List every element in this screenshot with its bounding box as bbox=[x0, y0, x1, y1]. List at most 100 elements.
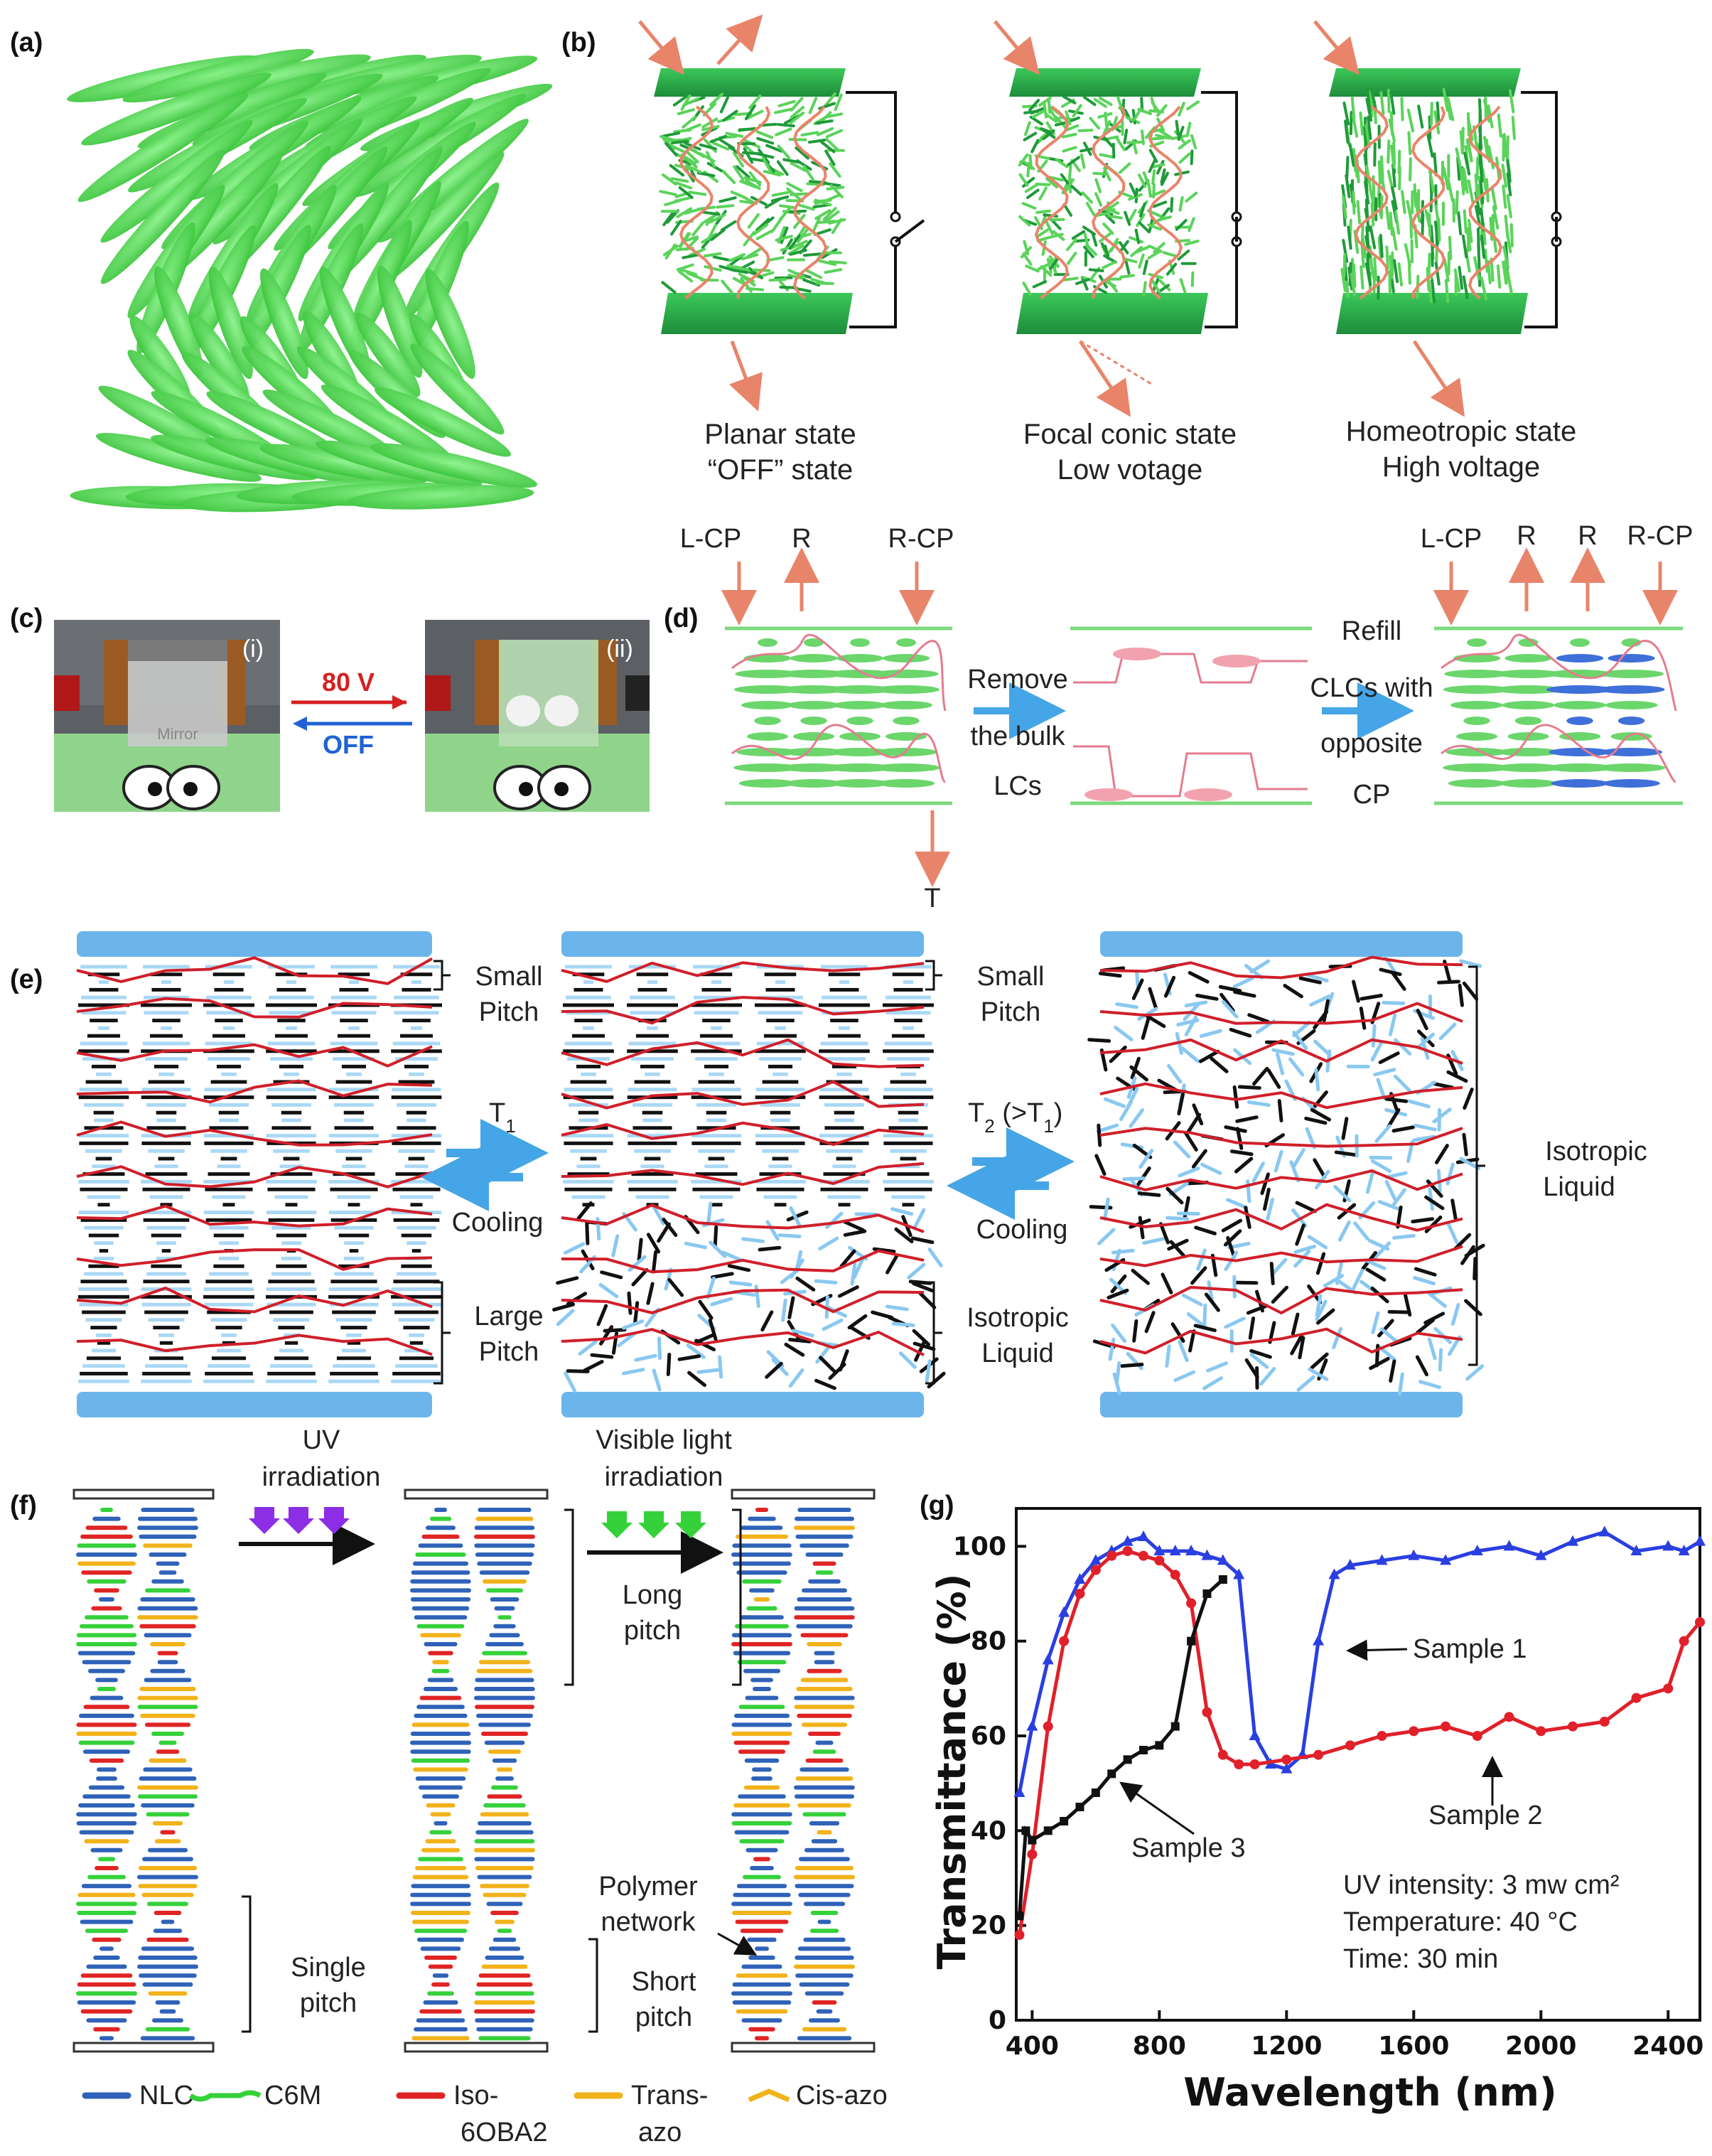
lc-layer bbox=[1546, 685, 1614, 694]
data-point bbox=[1345, 1740, 1355, 1751]
lc-molecule bbox=[1045, 220, 1054, 235]
low-voltage-label: Low votage bbox=[1057, 454, 1203, 486]
lc-molecule bbox=[718, 264, 737, 272]
lc-layer bbox=[1497, 748, 1560, 756]
lc-molecule bbox=[1428, 168, 1436, 193]
lc-molecule bbox=[1342, 195, 1347, 220]
lc-molecule bbox=[1376, 1078, 1387, 1100]
lc-molecule bbox=[1018, 153, 1029, 167]
polymer-label-1: Polymer bbox=[598, 1872, 698, 1902]
lc-molecule bbox=[680, 94, 691, 111]
lc-molecule bbox=[1397, 149, 1401, 174]
lc-molecule bbox=[1134, 228, 1141, 245]
polymer-network bbox=[76, 1248, 433, 1271]
lc-molecule bbox=[753, 223, 769, 236]
lc-molecule bbox=[1096, 1123, 1119, 1134]
polymer-network bbox=[76, 1079, 433, 1104]
lc-molecule bbox=[1473, 256, 1480, 280]
lc-molecule bbox=[1175, 119, 1180, 136]
uv-label-1: UV bbox=[303, 1425, 340, 1455]
lc-molecule bbox=[1455, 147, 1463, 171]
lc-molecule bbox=[1155, 134, 1170, 140]
lc-molecule bbox=[1435, 225, 1439, 250]
t2-label: T2 (>T1) bbox=[968, 1098, 1062, 1137]
data-point bbox=[1185, 1545, 1197, 1555]
lc-molecule bbox=[663, 139, 682, 142]
lc-layer bbox=[1504, 654, 1552, 663]
lc-molecule bbox=[1442, 87, 1449, 112]
lc-layer bbox=[872, 685, 940, 694]
polymer-network bbox=[1099, 1127, 1463, 1148]
x-tick-label: 400 bbox=[1006, 2032, 1059, 2061]
network-node bbox=[1113, 648, 1161, 660]
lc-molecule bbox=[1446, 178, 1454, 203]
x-tick-label: 800 bbox=[1133, 2032, 1186, 2061]
lc-molecule bbox=[765, 144, 783, 153]
lc-molecule bbox=[711, 141, 730, 151]
lc-molecule bbox=[1147, 250, 1161, 260]
lc-molecule bbox=[1436, 101, 1441, 126]
clc-states-diagram bbox=[638, 14, 1562, 417]
lc-molecule bbox=[891, 1321, 915, 1327]
lc-molecule bbox=[1369, 188, 1377, 212]
lc-molecule bbox=[1353, 1221, 1369, 1241]
lc-molecule bbox=[824, 268, 843, 274]
data-point bbox=[1536, 1726, 1546, 1737]
r2a-label: R bbox=[1517, 521, 1536, 551]
uv-light-arrow bbox=[318, 1507, 350, 1534]
lc-molecule bbox=[652, 1204, 665, 1226]
lc-molecule bbox=[1125, 116, 1141, 124]
polymer-network bbox=[1099, 1169, 1463, 1191]
lc-layer bbox=[1463, 717, 1490, 725]
lc-molecule bbox=[1502, 184, 1507, 209]
lc-layer bbox=[1444, 670, 1509, 678]
bracket bbox=[564, 1508, 574, 1686]
lc-molecule bbox=[1384, 1179, 1397, 1202]
lc-molecule bbox=[1310, 1352, 1329, 1370]
lc-molecule bbox=[1417, 104, 1424, 129]
lc-molecule bbox=[552, 1302, 576, 1312]
lc-molecule bbox=[634, 1353, 657, 1362]
transmitted-light-arrow bbox=[1412, 340, 1465, 417]
lc-molecule bbox=[1434, 261, 1441, 286]
lc-molecule bbox=[721, 1250, 743, 1262]
data-point bbox=[1663, 1683, 1674, 1694]
iso-liquid-label-2: Liquid bbox=[981, 1339, 1053, 1368]
lc-molecule bbox=[1195, 993, 1219, 1001]
lc-molecule bbox=[1226, 1235, 1237, 1259]
data-point bbox=[1075, 1589, 1085, 1599]
lc-layer bbox=[1556, 654, 1604, 663]
data-point bbox=[1138, 1550, 1148, 1561]
data-point bbox=[1217, 1749, 1228, 1760]
lc-ellipsoid bbox=[151, 434, 318, 481]
r-label: R bbox=[792, 524, 811, 554]
lc-molecule bbox=[824, 210, 840, 223]
lc-molecule bbox=[1249, 1353, 1269, 1369]
lc-layer bbox=[1551, 779, 1609, 788]
empty-network bbox=[1073, 653, 1308, 684]
data-point bbox=[1535, 1549, 1547, 1560]
lc-molecule bbox=[1234, 1280, 1259, 1285]
lc-molecule bbox=[1428, 213, 1432, 237]
mirror-text: Mirror bbox=[157, 725, 198, 743]
lc-molecule bbox=[678, 232, 691, 248]
lc-molecule bbox=[1438, 1022, 1457, 1041]
lc-ellipsoid bbox=[208, 266, 253, 380]
lc-molecule bbox=[1048, 176, 1065, 182]
data-point bbox=[1599, 1717, 1610, 1727]
lc-molecule bbox=[667, 1277, 684, 1297]
data-point bbox=[1122, 1546, 1133, 1556]
lc-molecule bbox=[657, 1222, 671, 1243]
empty-network bbox=[1073, 745, 1308, 798]
lc-molecule bbox=[1271, 1285, 1289, 1304]
lc-molecule bbox=[706, 1276, 716, 1299]
lc-molecule bbox=[1064, 124, 1080, 132]
lc-molecule bbox=[1131, 139, 1138, 155]
lc-molecule bbox=[1097, 1228, 1116, 1245]
lc-molecule bbox=[1188, 1329, 1196, 1353]
small-pitch-b-label-1: Small bbox=[976, 962, 1044, 992]
data-point bbox=[1089, 1554, 1102, 1565]
data-point bbox=[1377, 1731, 1387, 1741]
lc-molecule bbox=[672, 95, 689, 107]
